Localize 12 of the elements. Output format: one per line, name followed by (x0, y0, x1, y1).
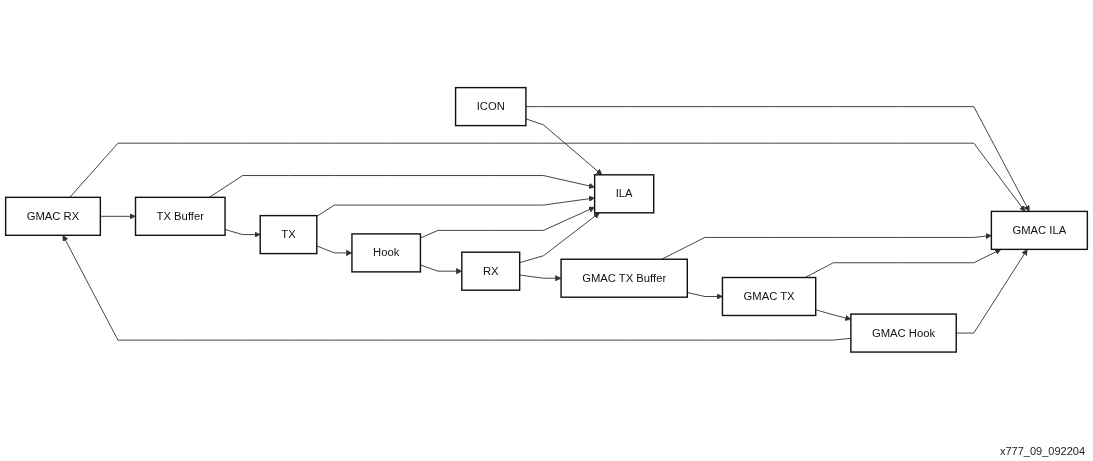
node-box: GMAC ILA (990, 210, 1089, 251)
node-box: GMAC RX (4, 196, 102, 237)
node-box: TX Buffer (134, 196, 226, 237)
node-box: Hook (351, 233, 422, 273)
node-box: ICON (454, 87, 527, 127)
figure-id-label: x777_09_092204 (999, 445, 1085, 457)
node-box: RX (461, 251, 521, 292)
node-box: GMAC TX (721, 276, 817, 317)
node-box: GMAC TX Buffer (560, 258, 688, 299)
node-box: GMAC Hook (850, 313, 957, 353)
node-box: TX (259, 215, 318, 255)
node-box: ILA (593, 174, 655, 214)
